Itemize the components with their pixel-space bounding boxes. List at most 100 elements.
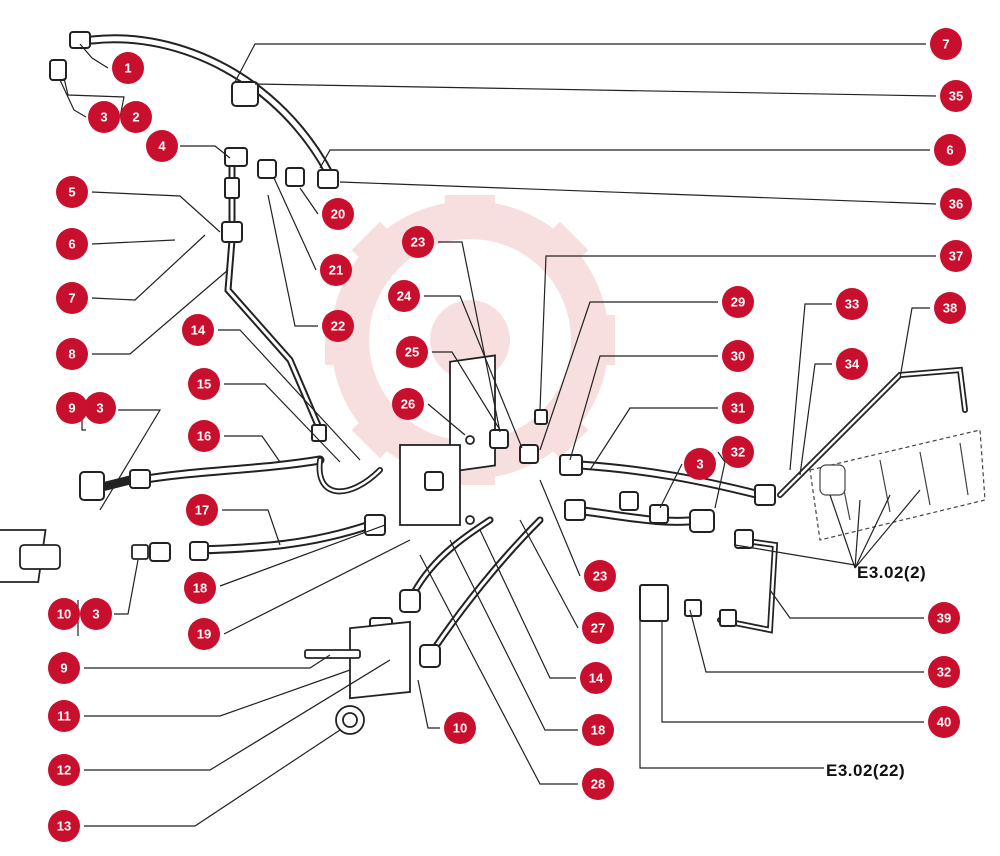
part-callout-3[interactable]: 3	[84, 392, 116, 424]
callout-badge	[188, 368, 220, 400]
callout-badge	[940, 240, 972, 272]
part-callout-19[interactable]: 19	[188, 618, 220, 650]
callout-number: 4	[158, 139, 166, 154]
callout-number: 37	[949, 249, 963, 264]
part-callout-2[interactable]: 2	[120, 101, 152, 133]
part-callout-14[interactable]: 14	[580, 662, 612, 694]
part-callout-13[interactable]: 13	[48, 810, 80, 842]
part-callout-22[interactable]: 22	[322, 310, 354, 342]
callout-leader-12	[84, 659, 391, 771]
part-callout-4[interactable]: 4	[146, 130, 178, 162]
part-callout-9[interactable]: 9	[48, 652, 80, 684]
part-callout-18[interactable]: 18	[184, 572, 216, 604]
callout-number: 9	[60, 661, 67, 676]
callout-leader-1	[79, 43, 109, 69]
callout-number: 17	[195, 503, 209, 518]
callout-leader-38	[899, 307, 930, 379]
part-callout-29[interactable]: 29	[722, 286, 754, 318]
callout-leader-28	[419, 554, 578, 785]
part-callout-3[interactable]: 3	[80, 598, 112, 630]
part-callout-6[interactable]: 6	[934, 134, 966, 166]
part-callout-8[interactable]: 8	[56, 338, 88, 370]
callout-badge	[722, 436, 754, 468]
part-callout-37[interactable]: 37	[940, 240, 972, 272]
callout-leader-16	[224, 435, 281, 463]
callout-number: 31	[731, 401, 745, 416]
reference-leader-line	[854, 494, 891, 569]
callout-badge	[88, 101, 120, 133]
callout-leader-30	[569, 355, 718, 461]
part-callout-25[interactable]: 25	[396, 336, 428, 368]
part-callout-40[interactable]: 40	[928, 706, 960, 738]
callout-badge	[322, 198, 354, 230]
callout-badge	[56, 282, 88, 314]
part-callout-7[interactable]: 7	[56, 282, 88, 314]
callout-leader-9	[84, 654, 331, 669]
callout-number: 2	[132, 110, 139, 125]
part-callout-26[interactable]: 26	[392, 388, 424, 420]
part-callout-6[interactable]: 6	[56, 228, 88, 260]
callout-leader-24	[424, 295, 523, 449]
part-callout-17[interactable]: 17	[186, 494, 218, 526]
reference-leader-line	[639, 600, 824, 769]
callout-number: 8	[68, 347, 75, 362]
part-callout-14[interactable]: 14	[182, 314, 214, 346]
part-callout-3[interactable]: 3	[88, 101, 120, 133]
callout-number: 3	[696, 457, 703, 472]
part-callout-23[interactable]: 23	[584, 560, 616, 592]
callout-number: 27	[591, 621, 605, 636]
part-callout-23[interactable]: 23	[402, 226, 434, 258]
part-callout-27[interactable]: 27	[582, 612, 614, 644]
fittings	[49, 31, 776, 668]
callout-leader-32	[714, 451, 726, 509]
part-callout-39[interactable]: 39	[928, 602, 960, 634]
callout-badge	[928, 706, 960, 738]
part-callout-30[interactable]: 30	[722, 340, 754, 372]
part-callout-18[interactable]: 18	[582, 714, 614, 746]
callout-badge	[48, 754, 80, 786]
part-callout-10[interactable]: 10	[444, 712, 476, 744]
part-callout-1[interactable]: 1	[112, 52, 144, 84]
callout-badge	[322, 310, 354, 342]
part-callout-15[interactable]: 15	[188, 368, 220, 400]
callout-number: 15	[197, 377, 211, 392]
part-callout-32[interactable]: 32	[928, 656, 960, 688]
part-callout-35[interactable]: 35	[940, 80, 972, 112]
callout-number: 29	[731, 295, 745, 310]
callout-leader-8	[92, 269, 229, 355]
callout-leader-3	[59, 79, 87, 118]
callout-number: 7	[68, 291, 75, 306]
part-callout-10[interactable]: 10	[48, 598, 80, 630]
part-callout-31[interactable]: 31	[722, 392, 754, 424]
callout-leader-6	[91, 239, 176, 245]
callout-badge	[940, 80, 972, 112]
part-callout-5[interactable]: 5	[56, 176, 88, 208]
part-callout-3[interactable]: 3	[684, 448, 716, 480]
part-callout-24[interactable]: 24	[388, 280, 420, 312]
part-callout-33[interactable]: 33	[836, 288, 868, 320]
callout-leader-2	[63, 77, 125, 118]
part-callout-38[interactable]: 38	[934, 292, 966, 324]
part-callout-12[interactable]: 12	[48, 754, 80, 786]
part-callout-36[interactable]: 36	[940, 188, 972, 220]
callout-badge	[186, 494, 218, 526]
part-callout-34[interactable]: 34	[836, 348, 868, 380]
part-callout-7[interactable]: 7	[930, 28, 962, 60]
callout-number: 22	[331, 319, 345, 334]
part-callout-32[interactable]: 32	[722, 436, 754, 468]
callout-leader-7	[91, 234, 206, 301]
part-callout-28[interactable]: 28	[582, 768, 614, 800]
callout-badge	[120, 101, 152, 133]
callout-badge	[836, 348, 868, 380]
solenoid-valve	[304, 620, 411, 735]
part-callout-20[interactable]: 20	[322, 198, 354, 230]
callout-badge	[396, 336, 428, 368]
part-callout-21[interactable]: 21	[320, 254, 352, 286]
part-callout-9[interactable]: 9	[56, 392, 88, 424]
part-callout-11[interactable]: 11	[48, 700, 80, 732]
callout-number: 30	[731, 349, 745, 364]
callout-number: 26	[401, 397, 415, 412]
callout-number: 32	[937, 665, 951, 680]
part-callout-16[interactable]: 16	[188, 420, 220, 452]
